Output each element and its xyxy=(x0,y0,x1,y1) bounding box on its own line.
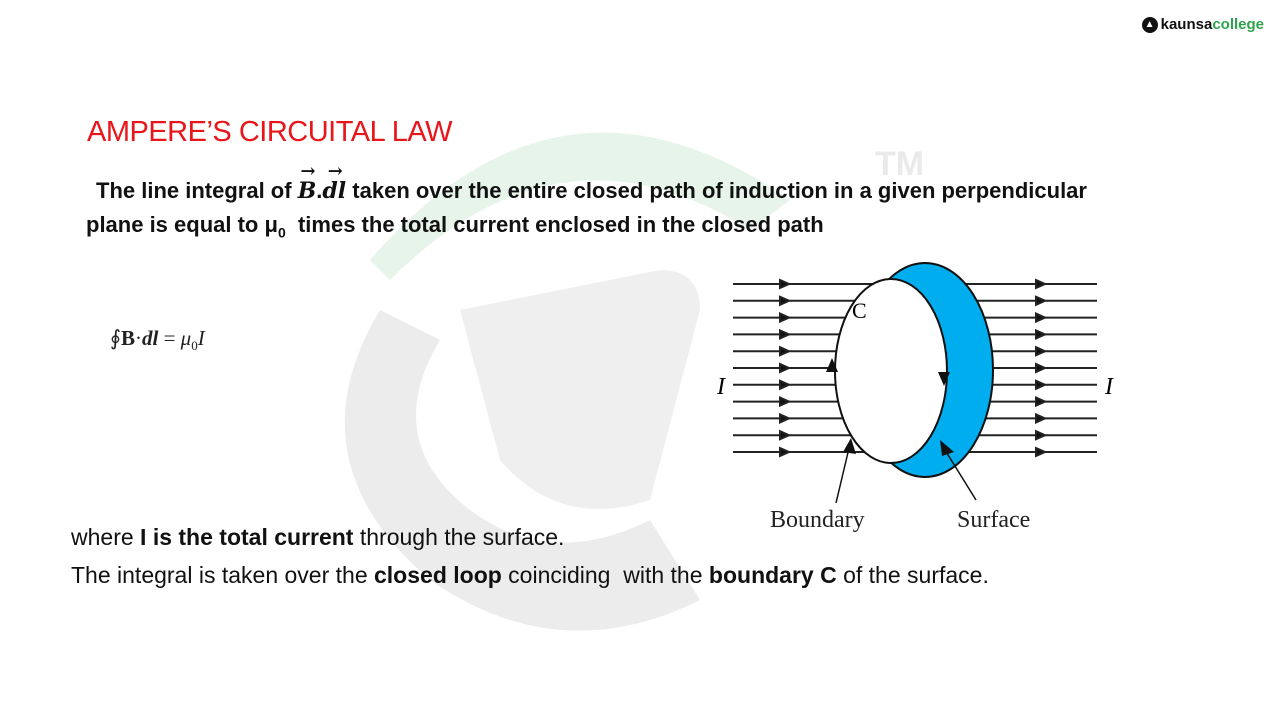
definition-text: times the total current enclosed in the … xyxy=(285,212,824,237)
body-line-2: The integral is taken over the closed lo… xyxy=(71,562,989,589)
current-arrow xyxy=(1035,278,1048,290)
current-arrow xyxy=(779,396,792,408)
current-arrow xyxy=(1035,446,1048,458)
mu-symbol: μ xyxy=(264,212,278,237)
body-text: of the surface. xyxy=(836,562,989,588)
definition-line-2: plane is equal to μ0 times the total cur… xyxy=(86,212,824,240)
current-arrow xyxy=(779,379,792,391)
current-lines xyxy=(733,278,1097,458)
definition-text: taken over the entire closed path of ind… xyxy=(346,178,1087,203)
label-current-right: I xyxy=(1104,374,1114,400)
current-arrow xyxy=(779,362,792,374)
body-line-1: where I is the total current through the… xyxy=(71,524,564,551)
definition-text: plane is equal to xyxy=(86,212,265,237)
formula-mu: μ xyxy=(180,326,192,350)
body-bold-text: I is the total current xyxy=(140,524,354,550)
body-text: coinciding with the xyxy=(501,562,709,588)
label-boundary: Boundary xyxy=(770,507,865,533)
body-text: The integral is taken over the xyxy=(71,562,374,588)
current-arrow xyxy=(1035,345,1048,357)
formula-dl: dl xyxy=(141,326,159,350)
contour-integral-symbol: ∮ xyxy=(110,326,121,350)
logo-text-college: college xyxy=(1212,16,1264,33)
formula-b: B xyxy=(120,326,135,350)
graduation-cap-icon: ▲ xyxy=(1141,16,1158,33)
definition-text: The line integral of xyxy=(96,178,298,203)
current-arrow xyxy=(1035,362,1048,374)
current-arrow xyxy=(779,328,792,340)
current-arrow xyxy=(779,412,792,424)
vector-dl: dl xyxy=(322,161,346,204)
watermark-logo: TM xyxy=(344,132,924,631)
formula-subscript: 0 xyxy=(191,338,198,354)
current-arrow xyxy=(1035,429,1048,441)
label-current-left: I xyxy=(716,374,726,400)
surface-pointer xyxy=(944,449,977,501)
current-arrow xyxy=(1035,412,1048,424)
definition-line-1: The line integral of B.dl taken over the… xyxy=(96,161,1087,204)
trademark-mark: TM xyxy=(875,145,924,183)
label-surface: Surface xyxy=(957,507,1030,533)
label-c: C xyxy=(852,298,867,323)
ampere-law-formula: ∮B·dl = μ0I xyxy=(110,326,205,354)
current-arrow xyxy=(779,295,792,307)
body-bold-text: closed loop xyxy=(374,562,502,588)
body-bold-text: boundary C xyxy=(708,562,837,588)
current-arrow xyxy=(779,345,792,357)
current-arrow xyxy=(779,429,792,441)
logo-text-kaunsa: kaunsa xyxy=(1160,16,1213,33)
current-arrow xyxy=(1035,379,1048,391)
body-text: through the surface. xyxy=(353,524,565,550)
body-text: where xyxy=(71,524,141,550)
ampere-loop-diagram: C I I Boundary Surface xyxy=(716,262,1114,533)
formula-dot: · xyxy=(134,326,142,350)
boundary-pointer xyxy=(835,443,851,504)
vector-b: B xyxy=(298,161,317,204)
current-arrow xyxy=(1035,295,1048,307)
loop-arrow-down xyxy=(938,372,950,386)
formula-current: I xyxy=(197,326,205,350)
current-arrow xyxy=(1035,396,1048,408)
slide-title: AMPERE’S CIRCUITAL LAW xyxy=(87,116,452,148)
mu-subscript: 0 xyxy=(277,224,286,241)
current-arrow xyxy=(1035,312,1048,324)
current-arrow xyxy=(779,278,792,290)
current-arrow xyxy=(779,312,792,324)
dot-operator: . xyxy=(316,178,323,203)
current-arrow xyxy=(1035,328,1048,340)
formula-equals: = xyxy=(158,326,181,350)
loop-arrow-up xyxy=(826,358,838,372)
current-arrow xyxy=(779,446,792,458)
